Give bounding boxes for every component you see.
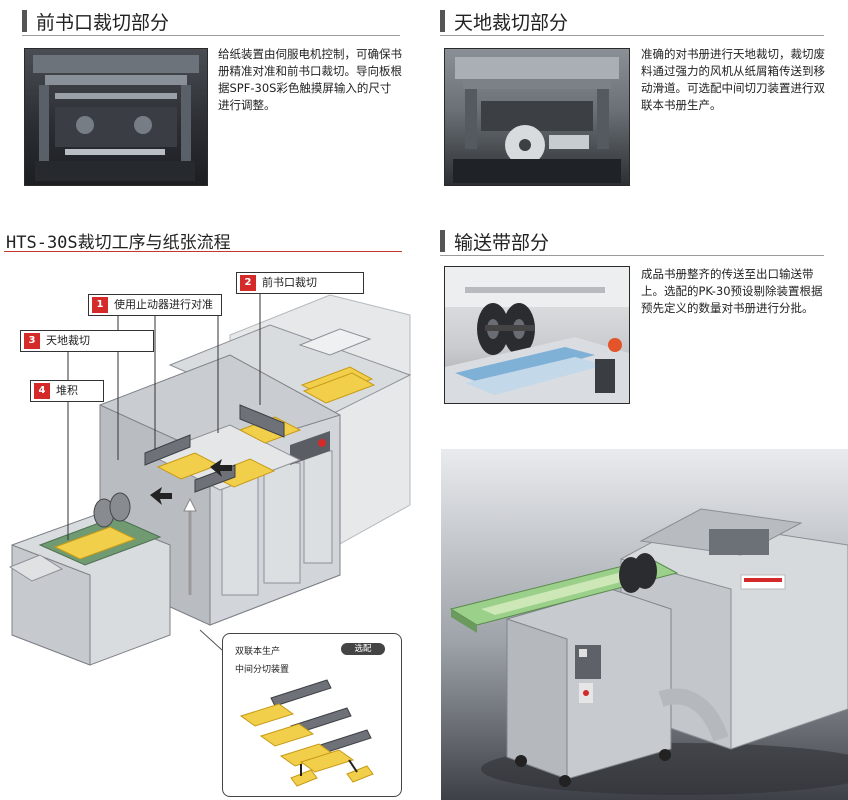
flow-step-4-number: 4 — [34, 383, 50, 399]
conveyor-title: 输送带部分 — [454, 232, 550, 254]
flow-step-1-label: 1 使用止动器进行对准 — [88, 294, 222, 316]
head-foot-trim-header: 天地裁切部分 — [440, 6, 824, 36]
front-trim-header: 前书口裁切部分 — [22, 6, 400, 36]
flow-title-rule — [4, 251, 402, 252]
header-bar — [440, 10, 445, 32]
header-bar — [440, 230, 445, 252]
header-rule — [22, 35, 400, 36]
flow-step-3-number: 3 — [24, 333, 40, 349]
flow-step-3-label: 3 天地裁切 — [20, 330, 154, 352]
flow-step-2-number: 2 — [240, 275, 256, 291]
flow-step-1-text: 使用止动器进行对准 — [114, 298, 213, 311]
flow-step-2-label: 2 前书口裁切 — [236, 272, 364, 294]
conveyor-machine-image — [445, 267, 629, 403]
flow-step-1-number: 1 — [92, 297, 108, 313]
front-trim-description: 给纸装置由伺服电机控制，可确保书册精准对准和前书口裁切。导向板根据SPF-30S… — [218, 47, 402, 112]
double-up-inset: 双联本生产 选配 中间分切装置 — [222, 633, 402, 797]
flow-step-2-text: 前书口裁切 — [262, 276, 317, 289]
front-trim-photo — [24, 48, 208, 186]
flow-step-4-text: 堆积 — [56, 384, 78, 397]
double-up-title: 双联本生产 — [235, 647, 281, 657]
optional-badge: 选配 — [341, 643, 385, 655]
flow-step-3-text: 天地裁切 — [46, 334, 90, 347]
front-trim-title: 前书口裁切部分 — [36, 12, 170, 34]
center-slitter-label: 中间分切装置 — [235, 665, 290, 675]
machine-photo-image — [441, 449, 848, 800]
head-foot-trim-title: 天地裁切部分 — [454, 12, 569, 34]
conveyor-photo — [444, 266, 630, 404]
flow-diagram — [8, 290, 412, 666]
head-foot-trim-photo — [444, 48, 630, 186]
flow-title: HTS-30S裁切工序与纸张流程 — [6, 233, 231, 253]
double-up-diagram — [239, 679, 374, 787]
head-foot-trim-description: 准确的对书册进行天地裁切，裁切废料通过强力的风机从纸屑箱传送到移动滑道。可选配中… — [641, 47, 825, 112]
flow-step-4-label: 4 堆积 — [30, 380, 104, 402]
front-trim-machine-image — [33, 55, 199, 181]
header-rule — [440, 35, 824, 36]
header-bar — [22, 10, 27, 32]
head-foot-trim-machine-image — [453, 57, 621, 183]
machine-photo — [441, 449, 848, 800]
header-rule — [440, 255, 824, 256]
conveyor-description: 成品书册整齐的传送至出口输送带上。选配的PK-30预设剔除装置根据预先定义的数量… — [641, 267, 823, 315]
conveyor-header: 输送带部分 — [440, 226, 824, 256]
